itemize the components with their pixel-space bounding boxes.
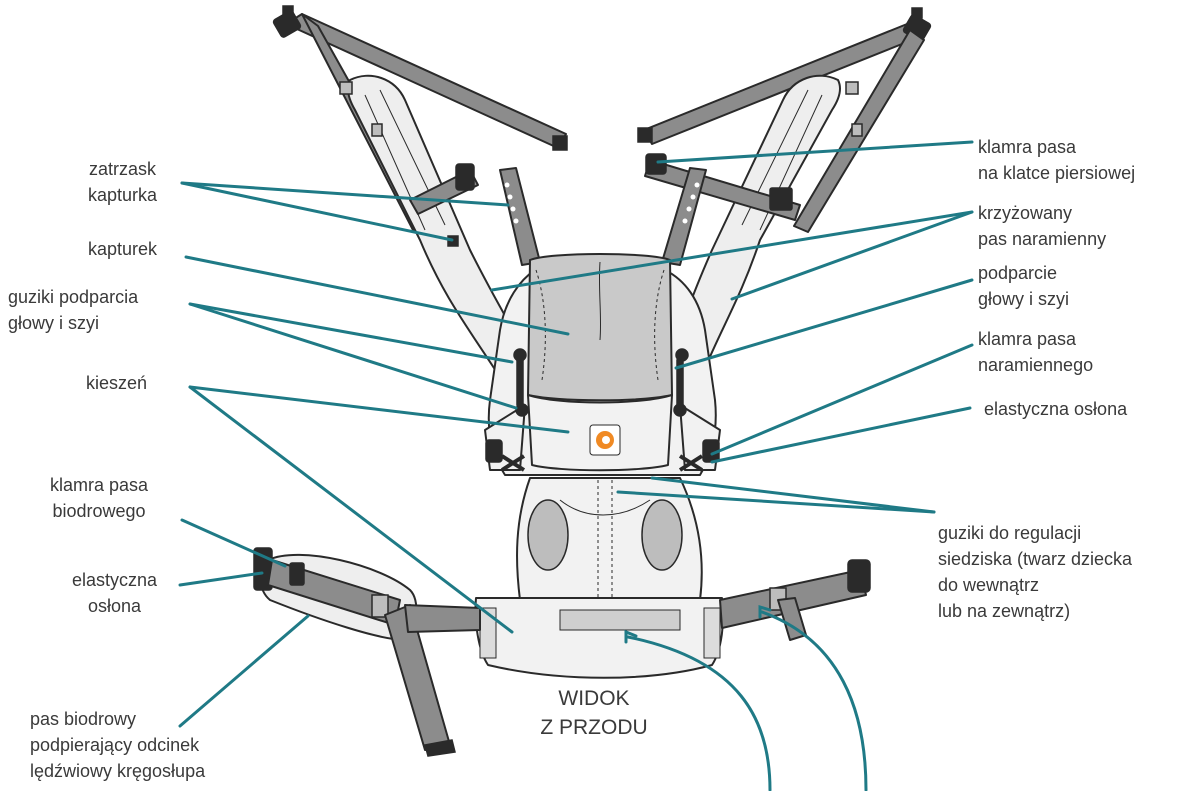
label-line: WIDOK <box>558 687 630 710</box>
label-shoulder-buckle: klamra pasa naramiennego <box>978 326 1093 378</box>
label-elastic-cover-left: elastyczna osłona <box>72 567 157 619</box>
waist-belt-left <box>253 547 456 757</box>
label-waist-belt: pas biodrowy podpierający odcinek lędźwi… <box>30 706 205 784</box>
label-line: elastyczna osłona <box>984 399 1128 419</box>
hood-strap-left <box>499 167 541 266</box>
label-line: kapturka <box>88 185 158 205</box>
label-line: osłona <box>88 596 142 616</box>
label-line: klamra pasa <box>50 475 149 495</box>
label-line: na klatce piersiowej <box>978 163 1136 183</box>
chest-strap-right <box>644 153 801 221</box>
label-line: klamra pasa <box>978 137 1077 157</box>
label-chest-buckle: klamra pasa na klatce piersiowej <box>978 134 1135 186</box>
label-line: zatrzask <box>89 159 157 179</box>
label-hood-snap: zatrzask kapturka <box>88 156 157 208</box>
label-line: guziki podparcia <box>8 287 139 307</box>
label-waist-buckle: klamra pasa biodrowego <box>50 472 148 524</box>
label-line: podpierający odcinek <box>30 735 200 755</box>
shoulder-buckle-left <box>485 439 526 472</box>
leader-lines <box>178 140 974 791</box>
label-line: podparcie <box>978 263 1058 283</box>
label-line: krzyżowany <box>978 203 1073 223</box>
label-elastic-cover-right: elastyczna osłona <box>984 396 1127 422</box>
label-head-support-buttons: guziki podparcia głowy i szyi <box>8 284 138 336</box>
hood-snap-left <box>409 163 479 215</box>
label-line: lub na zewnątrz) <box>938 601 1071 621</box>
pocket-panel <box>527 394 673 472</box>
label-hood: kapturek <box>88 236 157 262</box>
label-line: guziki do regulacji <box>938 523 1082 543</box>
label-crossed-strap: krzyżowany pas naramienny <box>978 200 1106 252</box>
label-line: głowy i szyi <box>978 289 1070 309</box>
hood-strap-right <box>661 167 707 266</box>
label-line: elastyczna <box>72 570 158 590</box>
label-line: klamra pasa <box>978 329 1077 349</box>
label-line: do wewnątrz <box>938 575 1040 595</box>
label-line: naramiennego <box>978 355 1094 375</box>
label-line: biodrowego <box>52 501 146 521</box>
label-line: siedziska (twarz dziecka <box>938 549 1133 569</box>
label-line: kieszeń <box>86 373 148 393</box>
label-seat-buttons: guziki do regulacji siedziska (twarz dzi… <box>938 520 1132 624</box>
hood <box>526 253 674 402</box>
label-front-view: WIDOK Z PRZODU <box>524 684 664 742</box>
label-line: lędźwiowy kręgosłupa <box>30 761 206 781</box>
waist-belt-right <box>719 559 871 641</box>
head-support-buttons <box>513 348 689 417</box>
label-pocket: kieszeń <box>86 370 147 396</box>
label-line: głowy i szyi <box>8 313 100 333</box>
label-head-support: podparcie głowy i szyi <box>978 260 1069 312</box>
waist-belt-center <box>404 597 725 679</box>
label-line: Z PRZODU <box>540 716 648 739</box>
label-line: kapturek <box>88 239 158 259</box>
label-line: pas naramienny <box>978 229 1107 249</box>
label-line: pas biodrowy <box>30 709 137 729</box>
